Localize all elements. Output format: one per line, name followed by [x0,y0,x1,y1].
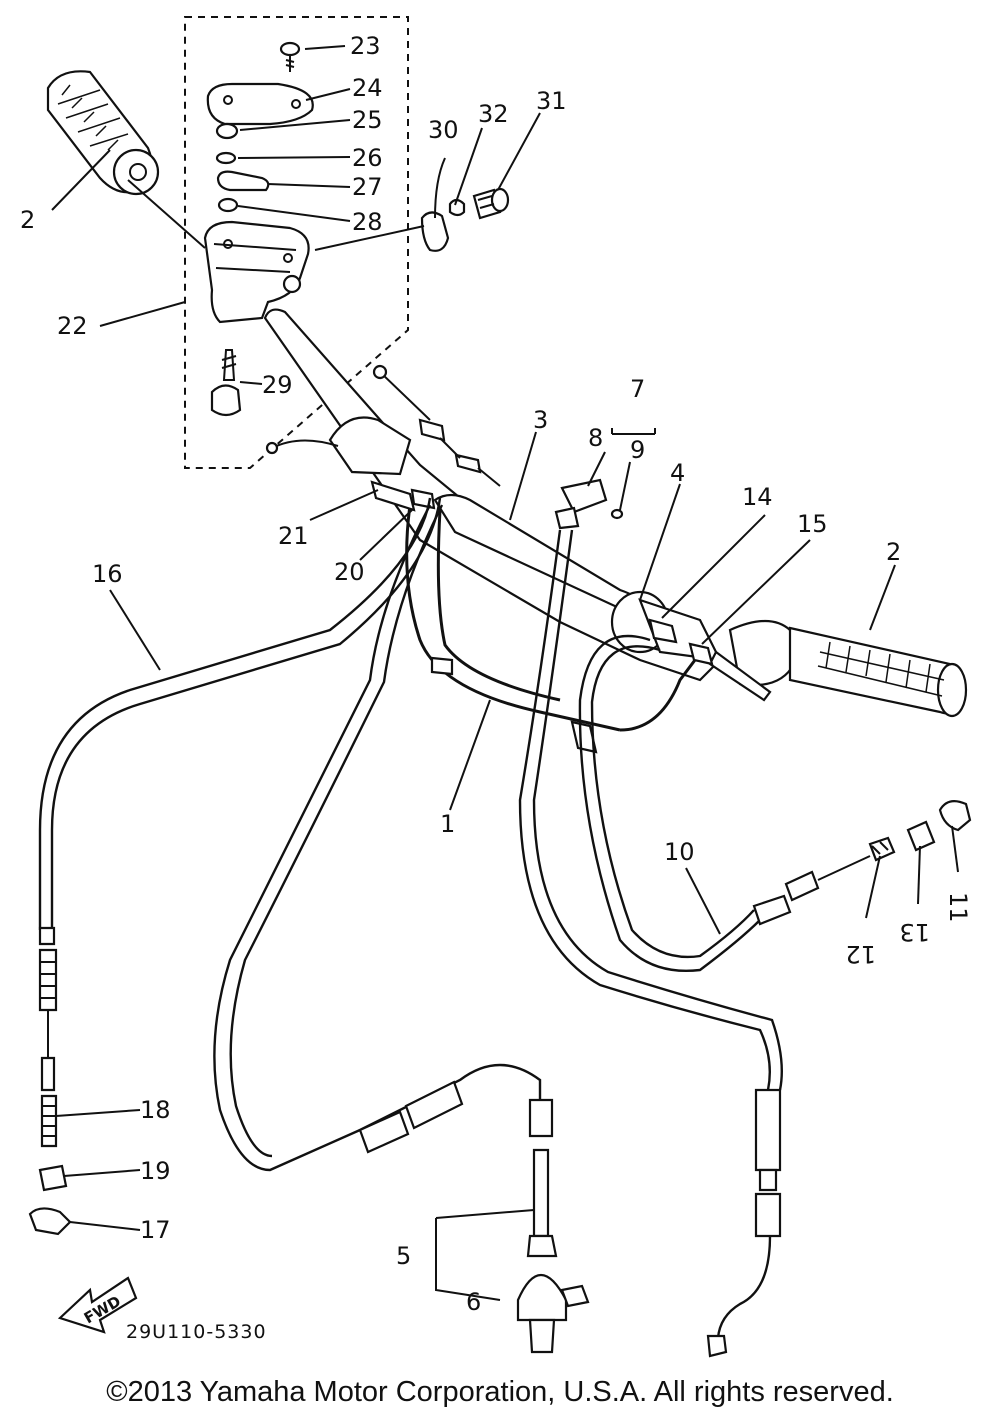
holder-19 [38,1164,68,1192]
callout-32: 32 [478,100,509,128]
cover-24 [206,82,314,126]
callout-25: 25 [352,106,383,134]
callout-3: 3 [533,406,548,434]
clamp-30 [420,211,450,252]
throttle-housing [203,220,310,324]
callout-28: 28 [352,208,383,236]
left-lever-area [265,364,501,512]
wingnut-11 [938,799,972,832]
callout-1: 1 [440,810,455,838]
cable-8 [518,478,783,1358]
callout-14: 14 [742,483,773,511]
cable-5-adjuster [358,1080,554,1238]
callout-7: 7 [630,375,645,403]
nut-25 [215,122,239,140]
callout-21: 21 [278,522,309,550]
adjuster-15 [688,642,714,666]
callout-22: 22 [57,312,88,340]
cable-5 [213,504,542,1172]
callout-16: 16 [92,560,123,588]
cable-10 [578,634,896,972]
wingnut-17 [28,1207,72,1236]
leader-lines [51,45,959,1301]
callout-2-right: 2 [886,538,901,566]
callout-10: 10 [664,838,695,866]
callout-18: 18 [140,1096,171,1124]
callout-11: 11 [944,892,972,923]
callout-27: 27 [352,173,383,201]
callout-4: 4 [670,459,685,487]
callout-19: 19 [140,1157,171,1185]
callout-9: 9 [630,436,645,464]
cable-16 [38,497,432,930]
callout-17: 17 [140,1216,171,1244]
screw-23 [279,41,301,72]
callout-15: 15 [797,510,828,538]
diagram-reference-code: 29U110-5330 [126,1321,267,1343]
screw-9 [610,508,624,520]
left-grip [46,70,160,196]
adjuster-14 [648,618,678,644]
throttle-screw-29 [210,349,242,417]
carb-top-6 [516,1234,590,1354]
fwd-arrow: FWD [57,1276,138,1334]
callout-12: 12 [845,940,876,968]
callout-5: 5 [396,1242,411,1270]
bolt-31 [472,187,510,220]
callout-24: 24 [352,74,383,102]
clip-32 [448,198,466,217]
lever-27 [216,170,270,192]
callout-30: 30 [428,116,459,144]
callout-2-left: 2 [20,206,35,234]
callout-13: 13 [899,918,930,946]
callout-26: 26 [352,144,383,172]
holder-13 [906,820,936,852]
callout-29: 29 [262,371,293,399]
washer-28 [217,197,239,213]
callout-23: 23 [350,32,381,60]
copyright-notice: ©2013 Yamaha Motor Corporation, U.S.A. A… [106,1376,894,1408]
callout-31: 31 [536,87,567,115]
spring-18 [40,1094,58,1148]
callout-6: 6 [466,1288,481,1316]
callout-8: 8 [588,424,603,452]
cable-16-adjuster [38,948,58,1012]
spring-12 [868,836,896,862]
right-grip [788,626,968,718]
washer-26 [215,151,237,165]
callout-20: 20 [334,558,365,586]
